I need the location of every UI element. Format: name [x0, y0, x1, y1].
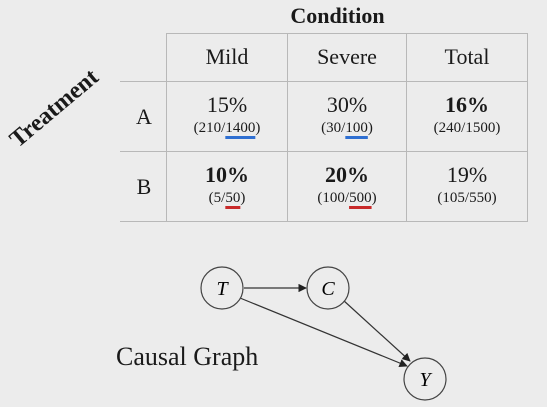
row-header-b: B: [136, 174, 152, 199]
cell-count: (210/1400): [193, 120, 261, 136]
table-grid-line: [287, 33, 288, 221]
table-cell-b-mild: 10% (5/50): [167, 162, 287, 208]
table-cell-a-total: 16% (240/1500): [407, 92, 527, 138]
cell-percent: 19%: [446, 162, 488, 187]
column-group-title: Condition: [290, 3, 385, 28]
row-header-a: A: [136, 104, 152, 129]
cell-count: (100/500): [317, 190, 377, 206]
node-c: C: [306, 266, 350, 310]
cell-percent: 20%: [325, 162, 369, 187]
cell-count: (30/100): [321, 120, 373, 136]
column-header-mild: Mild: [205, 44, 249, 69]
cell-percent: 15%: [206, 92, 248, 117]
table-cell-a-severe: 30% (30/100): [288, 92, 406, 138]
edge-c-y: [342, 299, 411, 362]
cell-count: (105/550): [437, 190, 497, 206]
graph-caption: Causal Graph: [116, 342, 259, 371]
cell-count: (240/1500): [433, 120, 501, 136]
column-header-total: Total: [444, 44, 490, 69]
table-grid-line: [166, 33, 528, 34]
cell-percent: 16%: [445, 92, 489, 117]
cell-count: (5/50): [208, 190, 246, 206]
node-y: Y: [403, 357, 447, 401]
node-label: C: [321, 278, 335, 300]
denominator-underline-red: 50: [225, 190, 241, 206]
column-header-severe: Severe: [317, 44, 377, 69]
node-label: Y: [419, 369, 432, 391]
table-cell-b-severe: 20% (100/500): [288, 162, 406, 208]
denominator-underline-blue: 100: [345, 120, 368, 136]
table-grid-line: [120, 151, 528, 152]
denominator-underline-blue: 1400: [225, 120, 256, 136]
cell-percent: 30%: [326, 92, 368, 117]
table-grid-line: [120, 221, 528, 222]
table-grid-line: [406, 33, 407, 221]
table-grid-line: [166, 33, 167, 221]
edge-t-y: [239, 297, 408, 368]
table-grid-line: [527, 33, 528, 221]
cell-percent: 10%: [205, 162, 249, 187]
node-t: T: [200, 266, 244, 310]
table-grid-line: [120, 81, 528, 82]
table-cell-b-total: 19% (105/550): [407, 162, 527, 208]
node-label: T: [216, 278, 229, 300]
denominator-underline-red: 500: [349, 190, 372, 206]
table-cell-a-mild: 15% (210/1400): [167, 92, 287, 138]
